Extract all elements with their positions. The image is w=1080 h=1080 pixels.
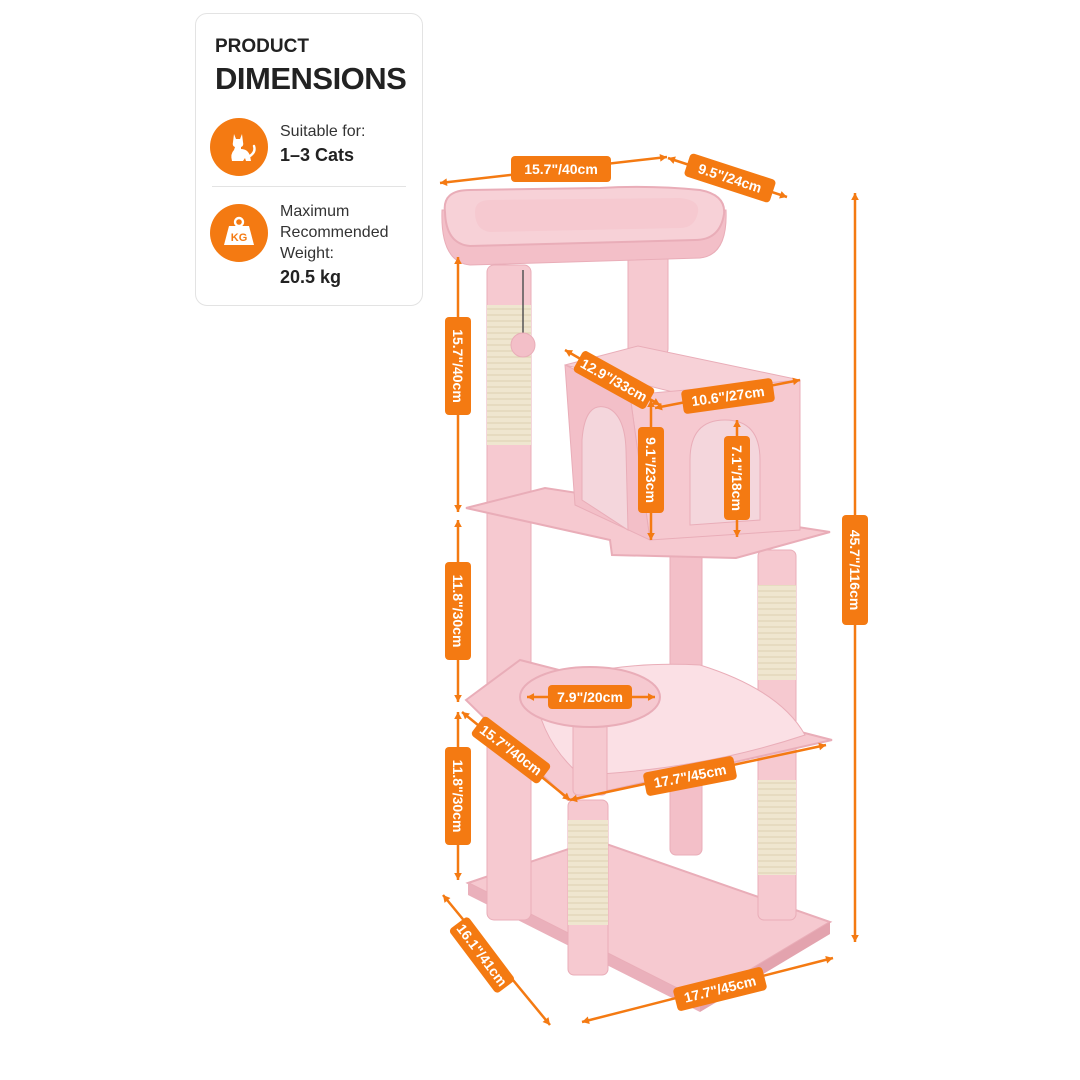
bottom-section-height-arrow-end	[454, 872, 462, 880]
base-width-label-box	[673, 967, 767, 1011]
condo-height-arrow-start	[647, 400, 655, 408]
middle-section-height-label-box	[445, 562, 471, 660]
bottom-section-height-label: 11.8"/30cm	[445, 747, 471, 845]
hammock-width-arrow-end	[818, 742, 826, 751]
total-height-arrow-start	[851, 193, 859, 201]
perch-diameter-arrow-start	[527, 693, 535, 701]
middle-section-height-label: 11.8"/30cm	[445, 562, 471, 660]
condo-door-height-label-box	[724, 436, 750, 520]
top-post-height-arrow-start	[454, 257, 462, 265]
bottom-section-height-text: 11.8"/30cm	[450, 760, 466, 833]
top-width-label: 15.7"/40cm	[511, 156, 611, 182]
weight-icon-text: KG	[231, 232, 248, 244]
middle-section-height-arrow-start	[454, 520, 462, 528]
base-depth-label: 16.1"/41cm	[449, 917, 515, 993]
cats-value: 1–3 Cats	[280, 145, 355, 165]
post-back-right-sisal-upper	[758, 585, 796, 680]
middle-section-height-arrow-end	[454, 694, 462, 702]
weight-label-3: Weight:	[280, 245, 334, 262]
post-back-right-sisal-lower	[758, 780, 796, 875]
cat-icon	[210, 118, 268, 176]
weight-label-1: Maximum	[280, 203, 350, 220]
base-width-arrow-start	[582, 1016, 590, 1024]
top-width-text: 15.7"/40cm	[524, 161, 598, 177]
total-height-arrow-end	[851, 934, 859, 942]
top-post-height-arrow-end	[454, 504, 462, 512]
base-depth-label-box	[449, 917, 515, 993]
top-width-arrow-end	[659, 153, 667, 162]
weight-feature: Maximum Recommended Weight: 20.5 kg	[280, 201, 389, 288]
weight-label-2: Recommended	[280, 224, 389, 241]
condo-width-label-box	[681, 378, 775, 414]
weight-value: 20.5 kg	[280, 267, 342, 287]
cat-tree-illustration	[441, 185, 833, 1012]
top-bed-cushion	[475, 198, 699, 232]
condo-door-height-label: 7.1"/18cm	[724, 436, 750, 520]
middle-section-height-text: 11.8"/30cm	[450, 575, 466, 648]
hammock-depth-arrow-end	[562, 792, 570, 800]
condo-height-arrow-end	[647, 532, 655, 540]
perch-diameter-label: 7.9"/20cm	[548, 685, 632, 709]
top-depth-arrow-start	[668, 156, 676, 164]
condo-door-height-arrow-start	[733, 420, 741, 428]
card-kicker: PRODUCT	[215, 36, 309, 57]
toy-ball	[510, 332, 536, 358]
bottom-section-height-label-box	[445, 747, 471, 845]
cats-label: Suitable for:	[280, 123, 366, 140]
card-divider	[212, 186, 406, 187]
condo-height-label-box	[638, 427, 664, 513]
condo-door-height-arrow-end	[733, 529, 741, 537]
top-width-label-box	[511, 156, 611, 182]
top-depth-arrow-end	[779, 191, 787, 199]
condo-depth-arrow-start	[565, 350, 573, 357]
condo-depth-label-box	[573, 351, 655, 409]
condo-width-arrow-start	[655, 402, 663, 411]
base-depth-arrow-end	[542, 1017, 550, 1025]
hammock-width-arrow-start	[570, 794, 578, 803]
post-front-lower-sisal	[568, 820, 608, 925]
hammock-width-label-box	[643, 756, 737, 796]
perch-diameter-arrow-end	[647, 693, 655, 701]
base-depth-arrow-start	[443, 895, 451, 903]
top-post-height-text: 15.7"/40cm	[450, 329, 466, 403]
total-height-label: 45.7"/116cm	[842, 515, 868, 625]
top-post-height-label-box	[445, 317, 471, 415]
condo-height-text: 9.1"/23cm	[643, 437, 659, 503]
condo-height-label: 9.1"/23cm	[638, 427, 664, 513]
hammock-depth-arrow-start	[462, 712, 470, 720]
post-top	[627, 244, 669, 356]
condo-door-side	[581, 406, 629, 531]
card-title: DIMENSIONS	[215, 61, 407, 96]
base-width-arrow-end	[825, 956, 833, 964]
top-depth-label-box	[684, 153, 776, 203]
cats-feature: Suitable for: 1–3 Cats	[280, 121, 365, 166]
perch-diameter-label-box	[548, 685, 632, 709]
product-dimensions-card: PRODUCT DIMENSIONS Suitable for: 1–3 Cat…	[195, 13, 423, 306]
condo-depth-arrow-end	[652, 398, 660, 405]
post-left-sisal	[487, 305, 531, 445]
top-post-height-label: 15.7"/40cm	[445, 317, 471, 415]
total-height-label-box	[842, 515, 868, 625]
top-width-arrow-start	[440, 178, 448, 187]
weight-kg-icon: KG	[210, 204, 268, 262]
base-depth-text: 16.1"/41cm	[453, 921, 510, 989]
bottom-section-height-arrow-start	[454, 712, 462, 720]
hammock-depth-label-box	[471, 716, 551, 784]
perch-diameter-text: 7.9"/20cm	[557, 689, 623, 705]
total-height-text: 45.7"/116cm	[847, 530, 863, 611]
condo-width-arrow-end	[792, 377, 800, 386]
condo-door-height-text: 7.1"/18cm	[729, 445, 745, 511]
